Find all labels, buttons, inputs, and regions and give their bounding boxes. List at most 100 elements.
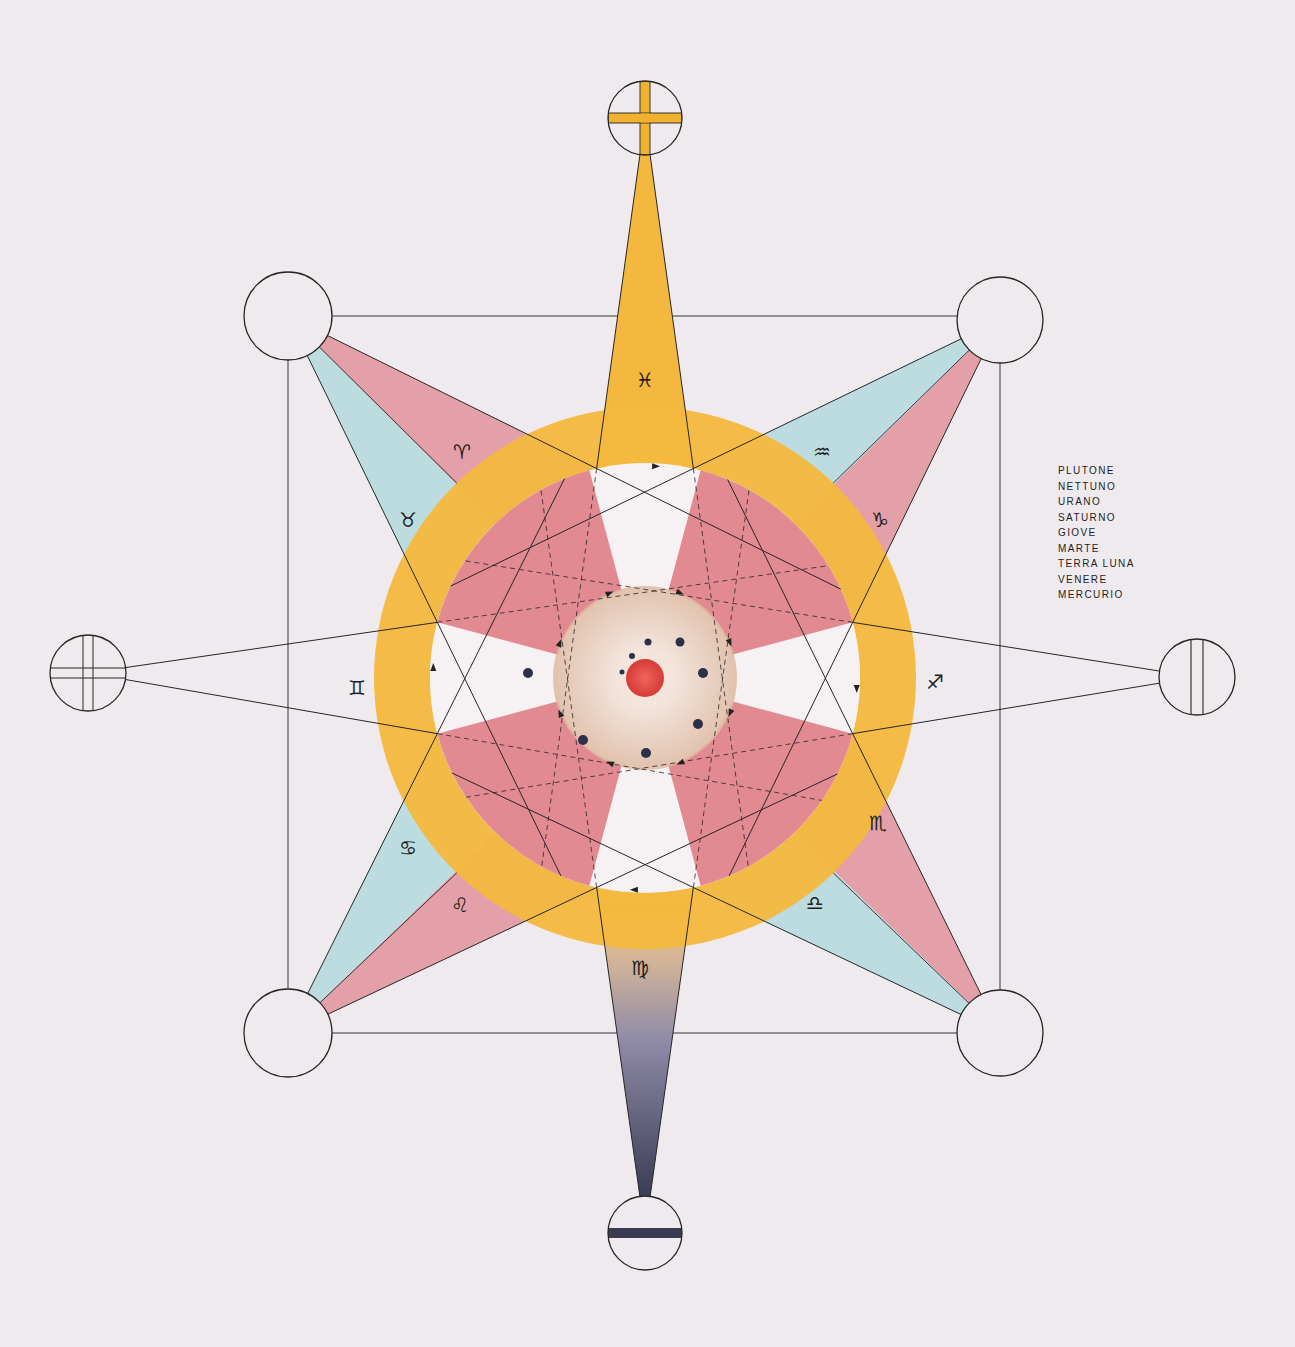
circle-mark	[1191, 639, 1203, 715]
orbit-arrow	[675, 759, 685, 768]
double-line	[83, 635, 84, 711]
tip-outline	[608, 81, 682, 155]
tip-outline	[50, 635, 126, 711]
double-line	[1202, 639, 1203, 715]
spike-edge	[853, 622, 1197, 677]
spike-edge	[88, 673, 437, 734]
orbit-arrow	[652, 463, 660, 469]
tip-circle	[957, 990, 1043, 1076]
star-chord	[451, 469, 694, 587]
zodiac-sign: ♐	[926, 672, 944, 692]
orbit-arrow	[605, 589, 615, 598]
double-line	[1190, 639, 1191, 715]
zodiac-sign: ♓	[636, 370, 654, 390]
spike-edge	[693, 320, 1000, 469]
zodiac-sign: ♋	[399, 838, 417, 858]
dashed-chord	[465, 561, 853, 623]
dashed-chord	[437, 734, 821, 801]
planet-name: URANO	[1058, 497, 1101, 507]
star-chord	[729, 622, 853, 875]
spike-edge	[645, 118, 693, 469]
star-lines	[88, 118, 1197, 1233]
spike-edge	[853, 320, 1000, 622]
orbit-arrow	[726, 638, 735, 648]
spike-edge	[288, 316, 597, 469]
spike-edge	[288, 734, 437, 1033]
spike-edge	[853, 734, 1000, 1033]
zodiac-sign: ♏	[869, 813, 887, 833]
circle-mark	[608, 1228, 682, 1238]
planet-name: PLUTONE	[1058, 466, 1115, 476]
planet-name: MERCURIO	[1058, 590, 1124, 600]
tip-outline	[608, 1196, 682, 1270]
cross-center	[641, 114, 650, 123]
tip-outline	[244, 989, 332, 1077]
double-line	[50, 678, 126, 679]
star-chord	[728, 479, 853, 733]
orbit-arrow	[726, 708, 735, 718]
inner-ground	[430, 463, 860, 893]
spike-edge	[597, 118, 645, 469]
spike-edge	[288, 316, 437, 622]
frame-square	[288, 316, 1000, 1033]
orbit-arrow	[430, 663, 436, 671]
zodiac-sign: ♑	[871, 510, 889, 530]
tip-circles	[50, 81, 1235, 1270]
tip-outline	[957, 990, 1043, 1076]
tip-outline	[1159, 639, 1235, 715]
double-line	[93, 635, 94, 711]
tip-circle	[608, 1196, 682, 1270]
planet-dot	[698, 668, 708, 678]
planet-dot	[693, 719, 703, 729]
star-spikes	[288, 118, 1000, 1233]
orbit-arrow	[556, 638, 565, 648]
planet-dot	[645, 639, 652, 646]
spike-edge	[693, 887, 1000, 1033]
orbit-arrow	[675, 589, 685, 598]
star-chord	[437, 622, 561, 876]
planet-name: MARTE	[1058, 544, 1100, 554]
spike-edge	[597, 887, 645, 1233]
zodiac-sign: ♈	[453, 442, 471, 462]
star-chord	[597, 469, 841, 590]
tip-circle	[957, 277, 1043, 363]
orbit-arrow	[854, 685, 860, 693]
planet-dot	[620, 670, 625, 675]
zodiac-sign: ♌	[451, 895, 469, 915]
spike-edge	[88, 622, 437, 673]
planet-dot	[676, 638, 685, 647]
spike-edge	[288, 887, 597, 1033]
sun	[626, 659, 664, 697]
zodiac-sign: ♒	[813, 442, 831, 462]
spike-edge	[645, 887, 693, 1233]
tip-circle	[244, 989, 332, 1077]
dashed-chord	[466, 734, 853, 798]
tip-outline	[957, 277, 1043, 363]
dashed-chord	[693, 490, 749, 888]
circle-mark	[608, 81, 682, 155]
tip-circle	[608, 81, 682, 155]
cross-bar	[640, 81, 650, 155]
yellow-ring	[374, 407, 916, 949]
zodiac-sign: ♉	[399, 510, 417, 530]
dashed-chord	[437, 566, 828, 623]
orbit-arrow	[605, 759, 615, 768]
planet-name: SATURNO	[1058, 513, 1116, 523]
star-chord	[437, 479, 564, 734]
zodiac-sign: ♊	[348, 678, 366, 698]
star-chord	[452, 773, 693, 887]
zodiac-sign: ♍	[631, 958, 649, 978]
planet-name: TERRA LUNA	[1058, 559, 1135, 569]
dashed-chord	[541, 490, 597, 888]
tip-outline	[244, 272, 332, 360]
planet-name: GIOVE	[1058, 528, 1097, 538]
cross-bar	[608, 113, 682, 123]
tip-circle	[244, 272, 332, 360]
planet-dot	[578, 735, 588, 745]
tip-circle	[1159, 639, 1235, 715]
circle-mark	[50, 635, 126, 711]
planet-dot	[629, 653, 635, 659]
orbit-disk	[553, 586, 737, 770]
